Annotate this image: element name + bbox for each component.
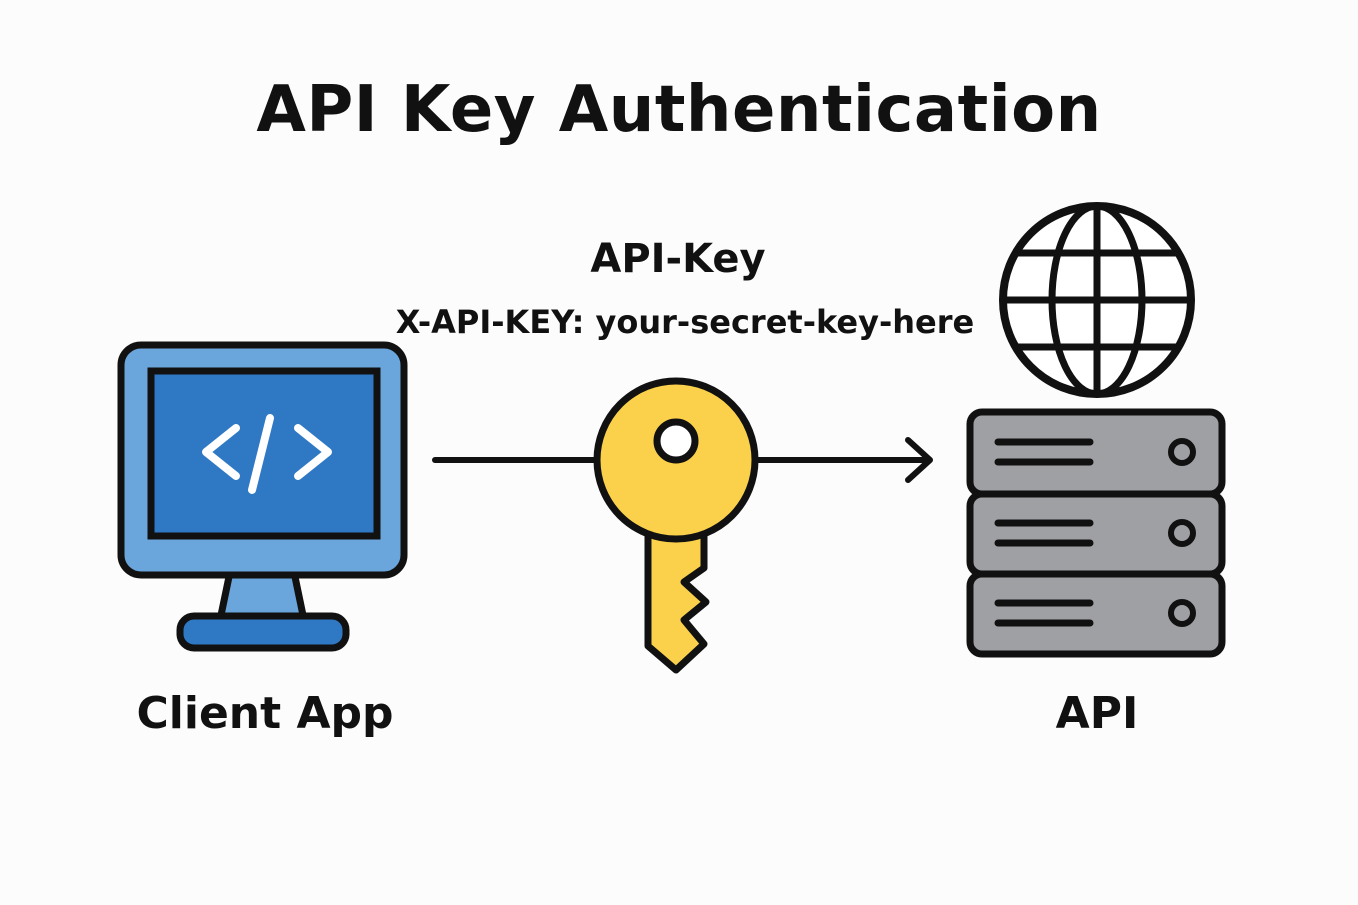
client-app-label: Client App (136, 688, 394, 739)
monitor-code-icon (117, 341, 408, 652)
header-label: API-Key (590, 236, 766, 282)
api-label: API (1055, 688, 1139, 739)
key-icon (593, 377, 759, 674)
header-value: X-API-KEY: your-secret-key-here (395, 303, 975, 341)
server-unit-bottom (966, 570, 1226, 658)
server-unit-middle (966, 490, 1226, 578)
globe-icon (999, 202, 1195, 398)
server-unit-top (966, 408, 1226, 498)
server-stack-icon (966, 408, 1226, 658)
diagram-title: API Key Authentication (256, 73, 1102, 147)
